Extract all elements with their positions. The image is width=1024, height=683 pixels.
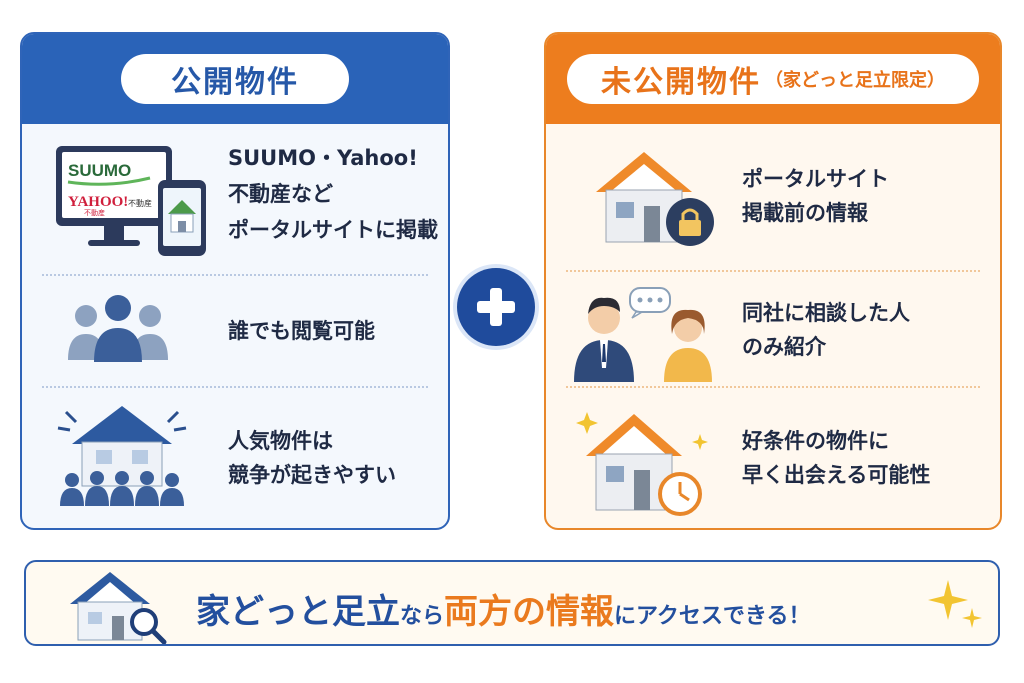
private-item-2-text: 同社に相談した人 のみ紹介 xyxy=(742,301,910,359)
private-item-consult: 同社に相談した人 のみ紹介 xyxy=(546,272,1000,386)
private-panel-header: 未公開物件（家どっと足立限定） xyxy=(546,34,1000,124)
plus-icon xyxy=(457,268,535,346)
private-panel-title: 未公開物件（家どっと足立限定） xyxy=(567,54,979,104)
yahoo-fudosan-sub: 不動産 xyxy=(84,208,105,217)
private-item-1-text: ポータルサイト 掲載前の情報 xyxy=(742,167,889,225)
people-group-icon xyxy=(68,295,168,362)
public-item-competition: 人気物件は 競争が起きやすい xyxy=(22,388,448,528)
public-item-1-text: SUUMO・Yahoo! 不動産など ポータルサイトに掲載 xyxy=(228,146,438,242)
public-divider-1 xyxy=(42,274,428,276)
public-divider-2 xyxy=(42,386,428,388)
public-item-2-text: 誰でも閲覧可能 xyxy=(228,319,375,343)
summary-banner: 家どっと足立なら両方の情報にアクセスできる！ xyxy=(24,560,1000,646)
house-clock-icon xyxy=(576,412,708,516)
private-listings-panel: 未公開物件（家どっと足立限定） ポータルサイト 掲載前の情報 xyxy=(544,32,1002,530)
yahoo-fudosan-text: 不動産 xyxy=(128,198,152,208)
public-item-portal: SUUMO YAHOO! 不動産 不動産 SUUMO・Yahoo! 不動産など … xyxy=(22,124,448,274)
private-title-main: 未公開物件 xyxy=(601,65,761,100)
banner-nara-text: なら xyxy=(400,604,445,629)
private-divider-1 xyxy=(566,270,980,272)
public-panel-title: 公開物件 xyxy=(121,54,349,104)
banner-ending-text: にアクセスできる！ xyxy=(614,604,811,629)
summary-message: 家どっと足立なら両方の情報にアクセスできる！ xyxy=(196,562,810,644)
private-item-3-text: 好条件の物件に 早く出会える可能性 xyxy=(742,429,931,487)
consultation-icon xyxy=(574,287,712,382)
private-title-sub: （家どっと足立限定） xyxy=(765,70,945,91)
house-lock-icon xyxy=(596,152,714,246)
public-item-3-text: 人気物件は 競争が起きやすい xyxy=(228,429,396,487)
house-search-icon xyxy=(70,572,167,644)
brand-name-text: 家どっと足立 xyxy=(196,592,400,632)
banner-highlight-text: 両方の情報 xyxy=(444,592,615,632)
sparkle-icon xyxy=(928,580,982,628)
monitor-smartphone-icon: SUUMO YAHOO! 不動産 不動産 xyxy=(56,146,206,256)
yahoo-logo-text: YAHOO! xyxy=(68,194,128,210)
public-item-anyone: 誰でも閲覧可能 xyxy=(22,276,448,388)
private-item-good-terms: 好条件の物件に 早く出会える可能性 xyxy=(546,388,1000,528)
house-crowd-icon xyxy=(57,406,187,506)
suumo-logo-text: SUUMO xyxy=(68,161,131,180)
private-divider-2 xyxy=(566,386,980,388)
public-panel-header: 公開物件 xyxy=(22,34,448,124)
public-listings-panel: 公開物件 SUUMO YAHOO! 不動産 不動産 SUUMO・Yahoo! 不… xyxy=(20,32,450,530)
private-item-prelisting: ポータルサイト 掲載前の情報 xyxy=(546,124,1000,270)
